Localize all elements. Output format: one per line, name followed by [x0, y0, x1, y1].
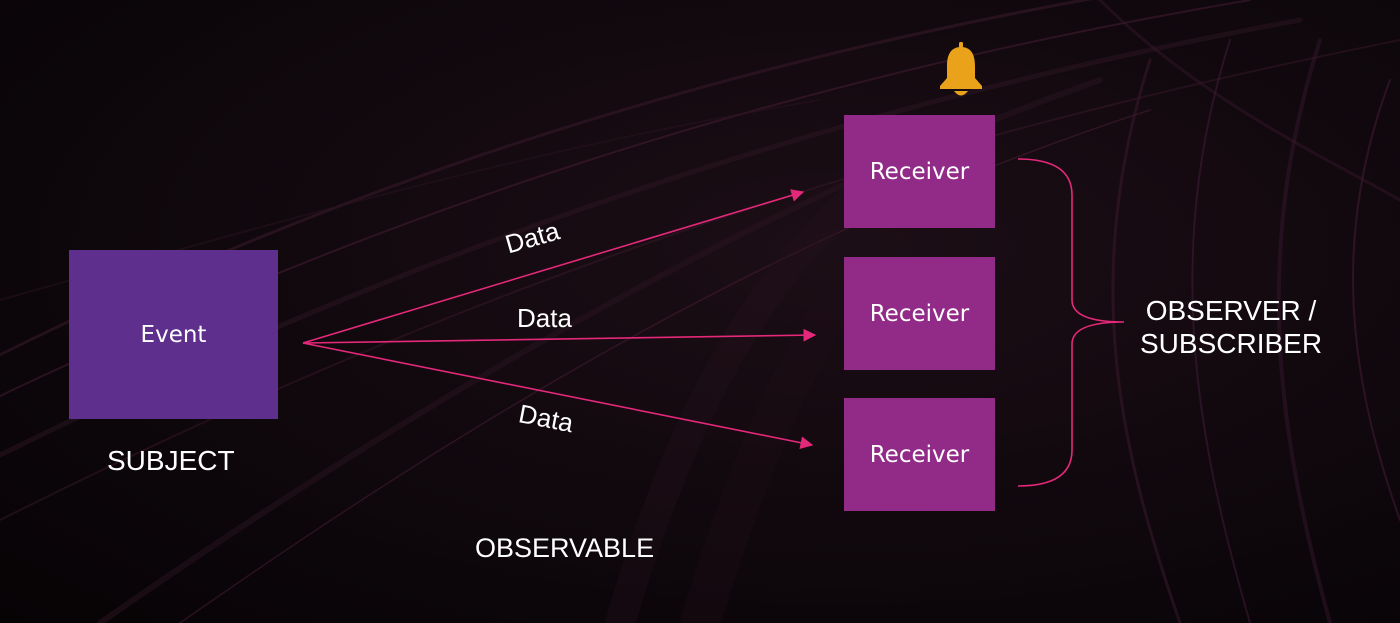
subject-label: SUBJECT: [107, 445, 235, 476]
receiver-label: Receiver: [869, 441, 970, 468]
observer-bracket: [1017, 158, 1125, 487]
event-box-label: Event: [140, 321, 207, 348]
bell-shape: [940, 42, 982, 96]
observer-label-line1: OBSERVER /: [1145, 295, 1317, 326]
subject-event-box: Event: [69, 250, 278, 419]
data-label-middle: Data: [517, 303, 572, 333]
receiver-box-2: Receiver: [844, 257, 995, 370]
receiver-box-1: Receiver: [844, 115, 995, 228]
observer-subscriber-label: OBSERVER / SUBSCRIBER: [1140, 294, 1322, 360]
data-arrow-bottom: [302, 342, 814, 450]
data-arrow-middle: [302, 328, 817, 344]
receiver-box-3: Receiver: [844, 398, 995, 511]
data-arrow-top: [302, 189, 805, 344]
observer-label-line2: SUBSCRIBER: [1140, 328, 1323, 359]
receiver-label: Receiver: [869, 158, 970, 185]
receiver-label: Receiver: [869, 300, 970, 327]
bell-icon: [940, 42, 982, 96]
observable-label: OBSERVABLE: [475, 533, 655, 563]
